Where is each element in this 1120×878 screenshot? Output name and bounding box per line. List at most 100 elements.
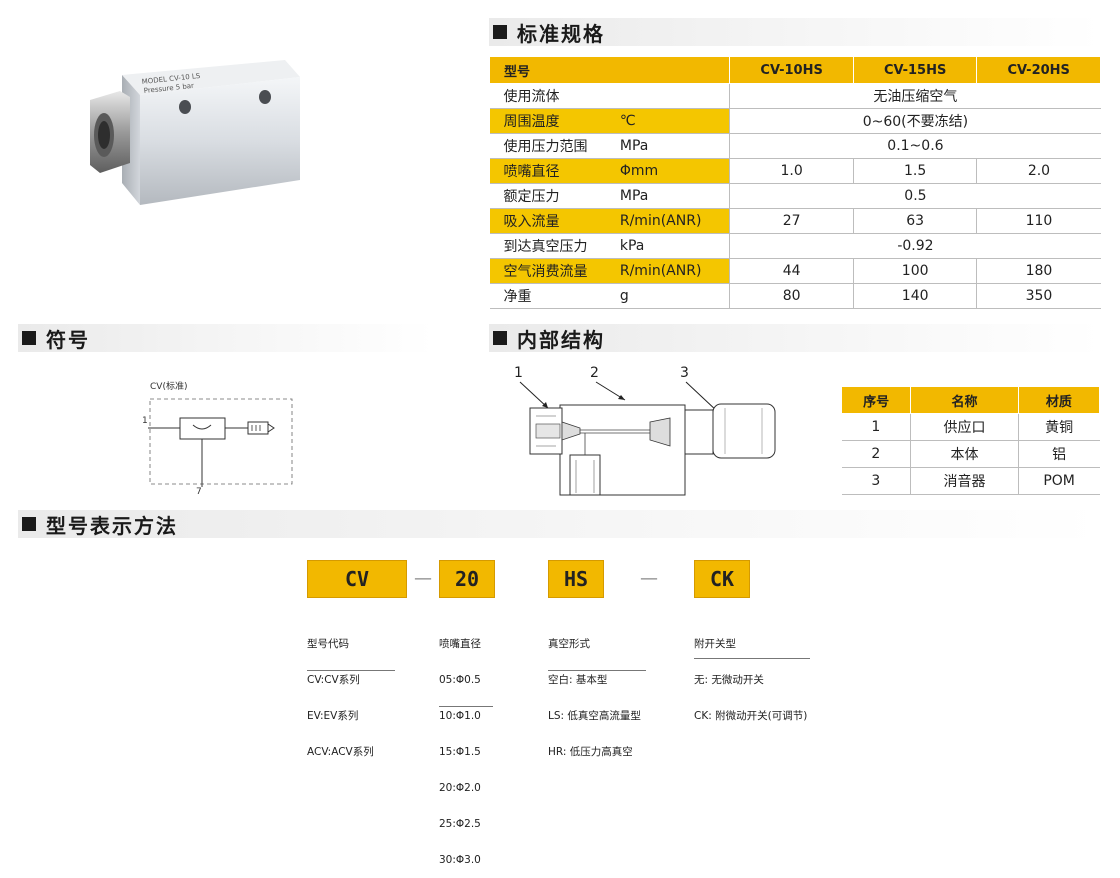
part-no: 1 bbox=[841, 413, 911, 441]
row-unit: R/min(ANR) bbox=[609, 208, 730, 234]
divider bbox=[439, 706, 493, 707]
desc-line: 无: 无微动开关 bbox=[694, 674, 764, 686]
row-value: 0.5 bbox=[729, 183, 1101, 209]
mount-hole bbox=[259, 90, 271, 104]
part-no: 3 bbox=[841, 467, 911, 495]
desc-line: LS: 低真空高流量型 bbox=[548, 710, 641, 722]
row-value: 110 bbox=[976, 208, 1101, 234]
square-bullet-icon bbox=[22, 517, 36, 531]
exhaust-arrow-icon bbox=[267, 423, 275, 433]
port-1-label: 1 bbox=[142, 416, 148, 426]
row-value: 2.0 bbox=[976, 158, 1101, 184]
section-header-ordering: 型号表示方法 bbox=[18, 510, 1101, 538]
part-no: 2 bbox=[841, 440, 911, 468]
desc-line: CV:CV系列 bbox=[307, 674, 360, 686]
row-value: 63 bbox=[852, 208, 977, 234]
row-value: 1.5 bbox=[852, 158, 977, 184]
row-value: -0.92 bbox=[729, 233, 1101, 259]
desc-line: 30:Φ3.0 bbox=[439, 854, 481, 866]
row-name: 空气消费流量 bbox=[489, 258, 610, 284]
row-unit bbox=[609, 83, 730, 109]
row-unit: MPa bbox=[609, 133, 730, 159]
part-name: 本体 bbox=[910, 440, 1019, 468]
nozzle-symbol bbox=[192, 424, 212, 430]
spec-table: 型号 CV-10HS CV-15HS CV-20HS 使用流体 无油压缩空气 周… bbox=[488, 56, 1101, 309]
row-value: 无油压缩空气 bbox=[729, 83, 1101, 109]
table-row: 1 供应口 黄铜 bbox=[841, 413, 1100, 441]
parts-header-row: 序号 名称 材质 bbox=[840, 386, 1101, 414]
code-box-switch: CK bbox=[694, 560, 750, 598]
row-name: 周围温度 bbox=[489, 108, 610, 134]
divider bbox=[548, 670, 646, 671]
square-bullet-icon bbox=[493, 331, 507, 345]
desc-vacuum-type: 真空形式 空白: 基本型 LS: 低真空高流量型 HR: 低压力高真空 bbox=[548, 614, 641, 770]
row-value: 0~60(不要冻结) bbox=[729, 108, 1101, 134]
divider bbox=[694, 658, 810, 659]
section-header-spec: 标准规格 bbox=[489, 18, 1101, 46]
section-title: 符号 bbox=[46, 327, 90, 352]
divider bbox=[307, 670, 395, 671]
section-header-internal: 内部结构 bbox=[489, 324, 1101, 352]
col-header: 名称 bbox=[910, 386, 1019, 414]
desc-series: 型号代码 CV:CV系列 EV:EV系列 ACV:ACV系列 bbox=[307, 614, 374, 770]
row-value: 80 bbox=[729, 283, 854, 309]
product-photo: MODEL CV-10 LS Pressure 5 bar bbox=[90, 60, 300, 205]
table-row: 吸入流量 R/min(ANR) 27 63 110 bbox=[489, 208, 1101, 234]
symbol-caption: CV(标准) bbox=[150, 380, 187, 392]
table-row: 空气消费流量 R/min(ANR) 44 100 180 bbox=[489, 258, 1101, 284]
part-material: 黄铜 bbox=[1017, 413, 1100, 441]
desc-line: 15:Φ1.5 bbox=[439, 746, 481, 758]
code-box-vacuum-type: HS bbox=[548, 560, 604, 598]
row-value: 44 bbox=[729, 258, 854, 284]
row-name: 净重 bbox=[489, 283, 610, 309]
desc-line: EV:EV系列 bbox=[307, 710, 359, 722]
table-row: 2 本体 铝 bbox=[841, 440, 1100, 468]
internal-structure-diagram: 1 2 3 bbox=[514, 365, 776, 496]
col-header: 序号 bbox=[840, 386, 912, 414]
part-material: POM bbox=[1017, 467, 1100, 495]
desc-line: CK: 附微动开关(可调节) bbox=[694, 710, 808, 722]
block-front-face bbox=[140, 77, 300, 205]
code-box-series: CV bbox=[307, 560, 407, 598]
col-header: CV-15HS bbox=[852, 56, 978, 84]
code-box-nozzle: 20 bbox=[439, 560, 495, 598]
callout-3: 3 bbox=[680, 365, 689, 381]
desc-line: 10:Φ1.0 bbox=[439, 710, 481, 722]
desc-line: HR: 低压力高真空 bbox=[548, 746, 633, 758]
row-name: 额定压力 bbox=[489, 183, 610, 209]
spec-header-row: 型号 CV-10HS CV-15HS CV-20HS bbox=[488, 56, 1101, 84]
vacuum-port bbox=[569, 454, 601, 496]
row-name: 吸入流量 bbox=[489, 208, 610, 234]
nozzle bbox=[561, 421, 581, 441]
row-name: 到达真空压力 bbox=[489, 233, 610, 259]
table-row: 3 消音器 POM bbox=[841, 467, 1100, 495]
block-top-face bbox=[122, 60, 300, 95]
square-bullet-icon bbox=[22, 331, 36, 345]
code-separator: — bbox=[640, 568, 658, 589]
desc-line: ACV:ACV系列 bbox=[307, 746, 374, 758]
row-value: 27 bbox=[729, 208, 854, 234]
mount-hole bbox=[179, 100, 191, 114]
table-row: 使用流体 无油压缩空气 bbox=[489, 83, 1101, 109]
parts-table: 序号 名称 材质 1 供应口 黄铜 2 本体 铝 3 消音器 POM bbox=[840, 386, 1101, 495]
col-header-model: 型号 bbox=[488, 56, 731, 84]
desc-line: 型号代码 bbox=[307, 638, 349, 650]
symbol-boundary bbox=[149, 398, 293, 485]
diffuser bbox=[649, 417, 671, 447]
pneumatic-symbol-diagram: CV(标准) 1 7 bbox=[142, 380, 293, 497]
desc-line: 20:Φ2.0 bbox=[439, 782, 481, 794]
part-name: 供应口 bbox=[910, 413, 1019, 441]
desc-switch: 附开关型 无: 无微动开关 CK: 附微动开关(可调节) bbox=[694, 614, 807, 734]
desc-line: 25:Φ2.5 bbox=[439, 818, 481, 830]
desc-line: 05:Φ0.5 bbox=[439, 674, 481, 686]
row-value: 1.0 bbox=[729, 158, 854, 184]
desc-line: 喷嘴直径 bbox=[439, 638, 481, 650]
table-row: 喷嘴直径 Φmm 1.0 1.5 2.0 bbox=[489, 158, 1101, 184]
port-7-label: 7 bbox=[196, 487, 202, 497]
code-separator: — bbox=[414, 568, 432, 589]
square-bullet-icon bbox=[493, 25, 507, 39]
section-header-symbol: 符号 bbox=[18, 324, 434, 352]
silencer bbox=[712, 403, 776, 459]
callout-2: 2 bbox=[590, 365, 599, 381]
section-title: 内部结构 bbox=[517, 327, 605, 352]
